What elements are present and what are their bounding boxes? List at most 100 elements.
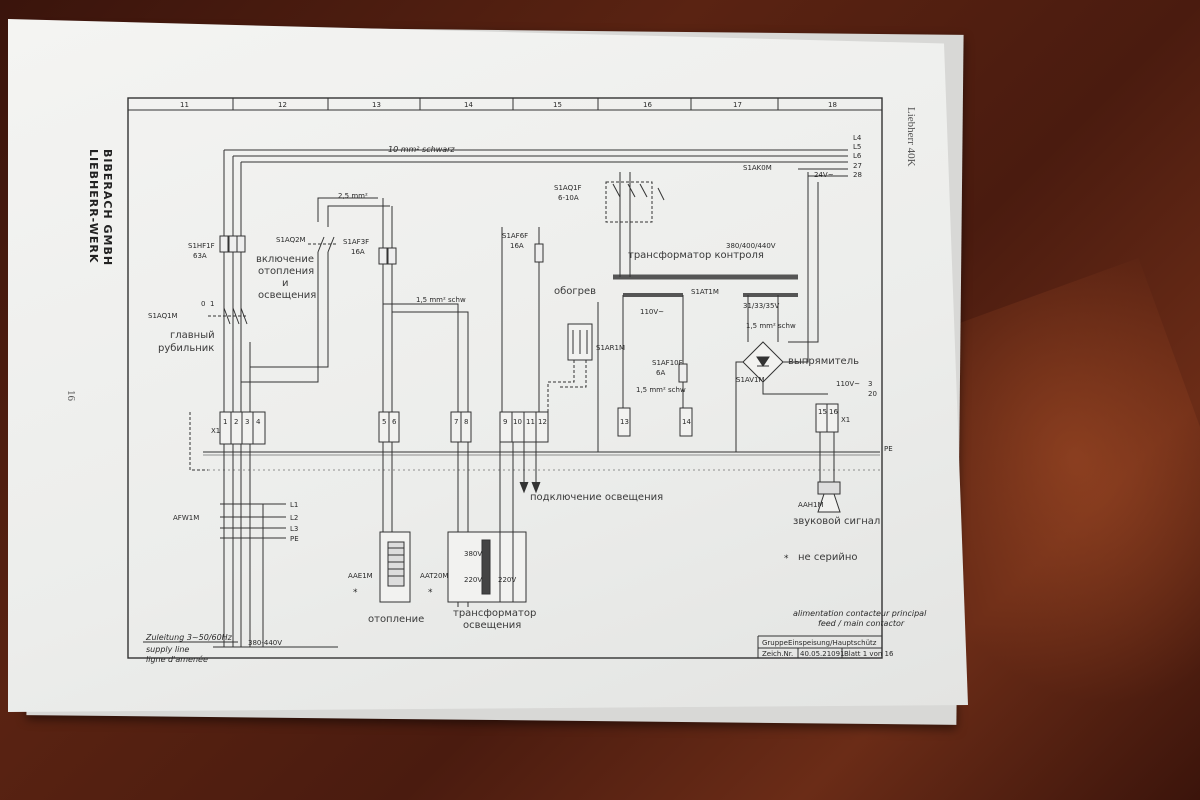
supply-en: supply line bbox=[146, 645, 189, 654]
asterisk-mark: * bbox=[428, 588, 433, 598]
page-number: 16 bbox=[65, 390, 77, 402]
fuse-s1af3f-id: S1AF3F bbox=[343, 238, 369, 246]
not-serial-note: не серийно bbox=[798, 552, 858, 563]
terminal-number: 3 bbox=[245, 418, 249, 426]
heat-light-ru: отопления bbox=[258, 266, 314, 277]
feeder-line-label: L1 bbox=[290, 501, 298, 509]
bus-line-label: L5 bbox=[853, 143, 861, 151]
wiring-diagram: 11 12 13 14 15 16 17 18 Liebherr 40K 16 … bbox=[65, 97, 927, 664]
column-number: 17 bbox=[733, 101, 742, 109]
heat-light-circuit bbox=[241, 197, 390, 383]
lighting-transformer bbox=[447, 432, 527, 603]
light-transformer-vin: 380V bbox=[464, 550, 482, 558]
ctrl-transformer-secondary: 110V~ bbox=[640, 308, 664, 316]
ctrl-transformer-rating: 380/400/440V bbox=[726, 242, 776, 250]
wire-15b-label: 1,5 mm² schw bbox=[746, 322, 796, 330]
rectifier-ru: выпрямитель bbox=[788, 356, 859, 367]
title-sheet: Blatt 1 von 16 bbox=[844, 650, 894, 658]
feeder-line-label: L3 bbox=[290, 525, 298, 533]
header-label: Liebherr 40K bbox=[905, 107, 917, 167]
ctrl-transformer-id: S1AT1M bbox=[691, 288, 719, 296]
heating-circuit bbox=[378, 198, 469, 607]
lighting-connection-ru: подключение освещения bbox=[530, 492, 663, 503]
brand-block: LIEBHERR-WERK BIBERACH GMBH bbox=[87, 149, 114, 266]
light-transformer-vout: 220V bbox=[498, 576, 516, 584]
title-drawing-no: 40.05.21091 bbox=[800, 650, 845, 658]
fuse-s1af6f-rating: 16A bbox=[510, 242, 524, 250]
fuse-s1af10f bbox=[678, 363, 688, 383]
v110-label: 110V~ bbox=[836, 380, 860, 388]
title-drawing-label: Zeich.Nr. bbox=[762, 650, 793, 658]
heat-light-ru: освещения bbox=[258, 290, 316, 301]
feeder-line-label: PE bbox=[290, 535, 299, 543]
main-switch-ru: главный bbox=[170, 330, 215, 341]
terminal-number: 15 bbox=[818, 408, 827, 416]
main-fuse-rating: 63A bbox=[193, 252, 207, 260]
terminal-number: 10 bbox=[513, 418, 522, 426]
terminal-number: 13 bbox=[620, 418, 629, 426]
rectifier-id: S1AV1M bbox=[736, 376, 765, 384]
pe-label: PE bbox=[884, 445, 893, 453]
light-transformer-ru: освещения bbox=[463, 620, 521, 631]
main-fuse-id: S1HF1F bbox=[188, 242, 215, 250]
terminal-number: 1 bbox=[223, 418, 227, 426]
ctrl-transformer-ru: трансформатор контроля bbox=[628, 250, 764, 261]
light-transformer-id: AAT20M bbox=[420, 572, 448, 580]
bus-lines bbox=[224, 149, 848, 177]
heating-id: AAE1M bbox=[348, 572, 373, 580]
main-fuse-symbol bbox=[219, 235, 246, 253]
bus-line-label: L6 bbox=[853, 152, 862, 160]
horn-circuit bbox=[817, 432, 841, 513]
asterisk-mark: * bbox=[784, 554, 789, 564]
terminal-number: 9 bbox=[503, 418, 507, 426]
terminal-number: 11 bbox=[526, 418, 535, 426]
main-switch-id: S1AQ1M bbox=[148, 312, 178, 320]
lighting-circuit bbox=[501, 227, 544, 494]
terminal-number: 7 bbox=[454, 418, 458, 426]
heater-id: S1AR1M bbox=[596, 344, 625, 352]
light-transformer-ru: трансформатор bbox=[453, 608, 536, 619]
main-switch-symbol bbox=[208, 307, 248, 325]
main-conductors bbox=[223, 150, 251, 647]
title-block-frame bbox=[757, 635, 882, 658]
column-number: 12 bbox=[278, 101, 287, 109]
main-switch-contact: 0 bbox=[201, 300, 205, 308]
fuse-s1af6f-id: S1AF6F bbox=[502, 232, 528, 240]
heating-ru: отопление bbox=[368, 614, 424, 625]
supply-de: Zuleitung 3~50/60Hz bbox=[145, 633, 233, 642]
bus-line-label: 27 bbox=[853, 162, 862, 170]
horn-ru: звуковой сигнал bbox=[793, 516, 880, 527]
column-number: 13 bbox=[372, 101, 381, 109]
terminal-number: 5 bbox=[382, 418, 386, 426]
brand-line: LIEBHERR-WERK bbox=[87, 149, 100, 263]
cabinet-heater bbox=[547, 302, 599, 452]
title-group-value: Einspeisung/Hauptschütz bbox=[788, 639, 877, 647]
fuse-s1af10f-id: S1AF10F bbox=[652, 359, 683, 367]
heater-ru: обогрев bbox=[554, 286, 596, 297]
light-transformer-vout: 220V bbox=[464, 576, 482, 584]
column-dividers bbox=[232, 98, 779, 110]
title-group-label: Gruppe bbox=[762, 639, 788, 647]
heat-light-ru: и bbox=[282, 278, 289, 289]
ctrl-transformer-secondary2: 31/33/35V bbox=[743, 302, 779, 310]
column-numbers: 11 12 13 14 15 16 17 18 bbox=[180, 101, 837, 109]
v-out-label: 3 bbox=[868, 380, 872, 388]
wire-15c-label: 1,5 mm² schw bbox=[636, 386, 686, 394]
heat-light-ru: включение bbox=[256, 254, 314, 265]
control-transformer bbox=[613, 172, 798, 408]
main-switch-contact: 1 bbox=[210, 300, 214, 308]
terminal-number: 14 bbox=[682, 418, 691, 426]
bus-conductor-label: 10 mm² schwarz bbox=[388, 145, 455, 154]
contactor-label: S1AK0M bbox=[743, 164, 772, 172]
terminal-number: 16 bbox=[829, 408, 838, 416]
main-switch-ru: рубильник bbox=[158, 343, 214, 354]
title-en: feed / main contactor bbox=[818, 619, 905, 628]
column-number: 16 bbox=[643, 101, 652, 109]
column-number: 14 bbox=[464, 101, 473, 109]
terminal-number: 8 bbox=[464, 418, 468, 426]
terminal-number: 6 bbox=[392, 418, 397, 426]
fuse-s1af10f-rating: 6A bbox=[656, 369, 665, 377]
heating-element bbox=[379, 531, 411, 603]
terminal-x1-left: X1 bbox=[211, 427, 220, 435]
horn-id: AAH1M bbox=[798, 501, 824, 509]
